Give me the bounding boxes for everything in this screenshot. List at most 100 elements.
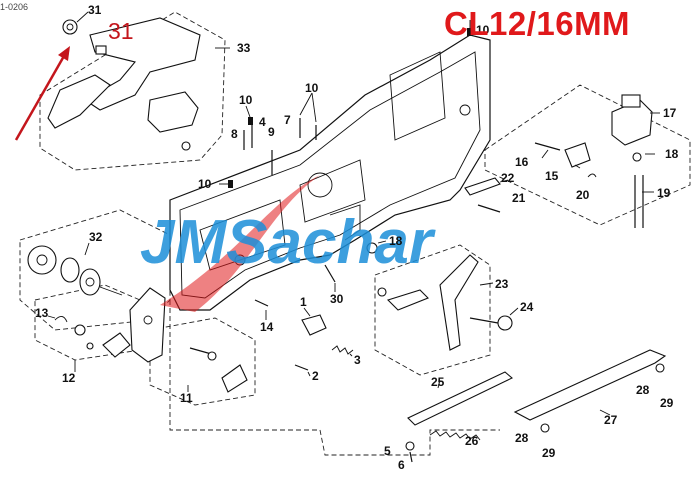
part-label-3: 3 (354, 353, 361, 367)
part-label-1: 1 (300, 295, 307, 309)
part-number-labels: 31 33 10 10 10 10 7 8 4 9 17 16 18 15 20… (35, 3, 679, 472)
group-12-parts (54, 316, 131, 358)
gear-hub (85, 277, 95, 287)
valve-assembly-17 (534, 94, 653, 228)
tube-19 (634, 175, 644, 228)
small-parts (254, 264, 354, 371)
pin-24 (469, 317, 499, 324)
watermark-text: JMSachar (140, 208, 436, 277)
clip-20 (587, 173, 597, 178)
red-arrow (14, 46, 70, 141)
screw-2 (294, 364, 309, 371)
watermark-swoosh (160, 175, 320, 312)
pins (228, 28, 472, 188)
bar-27 (513, 349, 667, 421)
spring-3 (331, 345, 354, 355)
leader-lines (47, 11, 660, 416)
washer-5 (405, 441, 415, 451)
part-label-21: 21 (512, 191, 526, 205)
frame-outline (169, 34, 491, 311)
part-label-32: 32 (89, 230, 103, 244)
leader (47, 315, 56, 319)
frame-window-upper (389, 51, 446, 141)
screw-16 (534, 142, 561, 151)
part-label-29: 29 (660, 396, 674, 410)
part-label-7: 7 (284, 113, 291, 127)
spring-26 (429, 430, 481, 441)
sprocket (27, 245, 57, 275)
lower-linkage (405, 349, 667, 463)
leader (574, 164, 581, 169)
part-label-4: 4 (259, 115, 266, 129)
block-15 (564, 142, 591, 168)
collar (74, 324, 86, 336)
screw-30 (324, 264, 336, 283)
leader (245, 105, 251, 118)
arrow-head (58, 46, 70, 61)
knob-24 (497, 315, 513, 331)
part-label-28: 28 (636, 383, 650, 397)
nut-18 (632, 152, 642, 162)
screw (86, 342, 94, 350)
part-label-33: 33 (237, 41, 251, 55)
part-label-5: 5 (384, 444, 391, 458)
part-label-29: 29 (542, 446, 556, 460)
screw-6 (409, 451, 413, 463)
gear-assembly-32 (27, 245, 123, 296)
lever-arm (386, 289, 429, 311)
part-label-27: 27 (604, 413, 618, 427)
spring-pin (95, 45, 107, 55)
pin-10 (467, 28, 472, 36)
arm-assembly-33 (47, 17, 201, 151)
part-label-10: 10 (305, 81, 319, 95)
group-box-33 (39, 11, 226, 171)
cam-11 (221, 364, 248, 393)
spring-13 (54, 316, 68, 323)
part-label-13: 13 (35, 306, 49, 320)
model-title: CL12/16MM (444, 5, 631, 42)
part-label-6: 6 (398, 458, 405, 472)
gear (79, 268, 101, 296)
arm-bracket (147, 91, 199, 133)
group-outlines (19, 11, 691, 456)
frame-window-mid (299, 159, 366, 223)
part-label-15: 15 (545, 169, 559, 183)
leader (599, 409, 611, 416)
part-label-18: 18 (389, 234, 403, 248)
screw-31 (62, 19, 78, 35)
reference-code: 1-0206 (0, 2, 29, 12)
leader (509, 307, 519, 316)
leader (303, 307, 311, 317)
group-box-11 (149, 317, 256, 406)
valve-cap (621, 94, 641, 108)
part-label-26: 26 (465, 434, 479, 448)
screw-14 (254, 299, 269, 307)
leader (479, 282, 494, 286)
part-label-9: 9 (268, 125, 275, 139)
arm-lever (47, 74, 111, 129)
part-label-28: 28 (515, 431, 529, 445)
link-23 (439, 254, 479, 351)
group-23-parts (377, 254, 513, 351)
pin-10 (228, 180, 233, 188)
part-label-10: 10 (239, 93, 253, 107)
part-label-8: 8 (231, 127, 238, 141)
screw-21 (477, 204, 501, 213)
part-label-23: 23 (495, 277, 509, 291)
group-box-17 (484, 84, 691, 226)
part-label-16: 16 (515, 155, 529, 169)
leader (84, 242, 90, 256)
bolt (181, 141, 191, 151)
leader (377, 240, 387, 244)
part-label-19: 19 (657, 186, 671, 200)
leader (437, 379, 441, 389)
part-label-14: 14 (260, 320, 274, 334)
washer-28b (655, 363, 665, 373)
group-box-23 (374, 244, 491, 376)
bracket-plate (129, 287, 166, 363)
callout-number: 31 (108, 18, 134, 44)
shaft (99, 286, 123, 296)
arm-plate (83, 17, 201, 111)
bracket-hole (143, 315, 153, 325)
